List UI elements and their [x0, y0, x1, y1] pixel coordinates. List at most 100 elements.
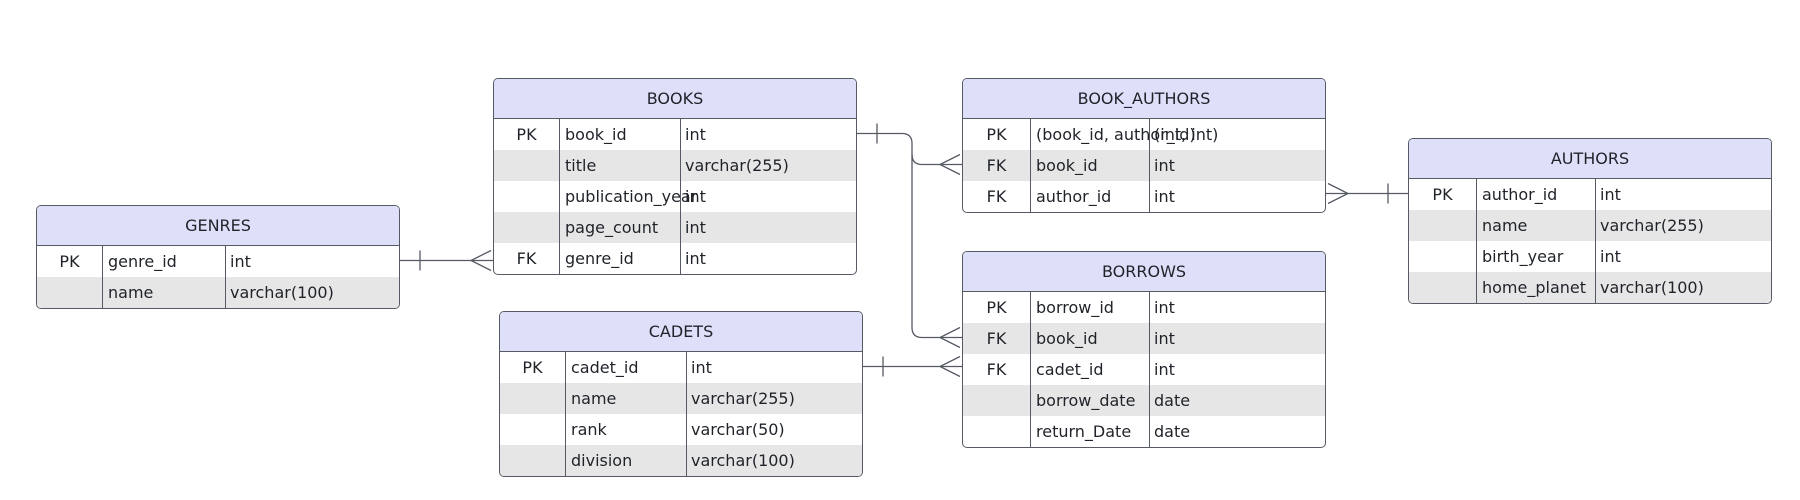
key-marker: [1409, 272, 1476, 303]
attribute-type: varchar(255): [1595, 210, 1771, 241]
attribute-type: int: [1149, 150, 1325, 181]
attribute-name: name: [102, 277, 225, 308]
attribute-name: division: [565, 445, 686, 476]
attribute-name: borrow_id: [1030, 292, 1149, 323]
many-marker: [469, 249, 492, 272]
key-marker: FK: [986, 329, 1007, 348]
relationship-line: [911, 154, 962, 339]
attribute-type: int: [1149, 292, 1325, 323]
attribute-name: genre_id: [102, 246, 225, 277]
key-marker: [500, 414, 565, 445]
attribute-name: cadet_id: [565, 352, 686, 383]
attribute-name: name: [565, 383, 686, 414]
attribute-type: int: [686, 352, 862, 383]
attribute-name: birth_year: [1476, 241, 1595, 272]
key-marker: PK: [516, 125, 537, 144]
attribute-type: int: [1149, 181, 1325, 212]
relationship-line: [857, 132, 962, 166]
key-marker: [494, 181, 559, 212]
attribute-type: int: [225, 246, 399, 277]
attribute-name: book_id: [559, 119, 680, 150]
attribute-name: return_Date: [1030, 416, 1149, 447]
attribute-type: int: [1595, 241, 1771, 272]
key-marker: [494, 150, 559, 181]
attribute-name: home_planet: [1476, 272, 1595, 303]
key-marker: [963, 416, 1030, 447]
attribute-type: date: [1149, 385, 1325, 416]
key-marker: FK: [986, 360, 1007, 379]
attribute-name: name: [1476, 210, 1595, 241]
attribute-type: int: [680, 243, 856, 274]
entity-title: GENRES: [37, 206, 399, 246]
attribute-type: varchar(100): [225, 277, 399, 308]
attribute-name: title: [559, 150, 680, 181]
key-marker: PK: [1432, 185, 1453, 204]
key-marker: PK: [522, 358, 543, 377]
attribute-type: int: [680, 212, 856, 243]
entity-title: CADETS: [500, 312, 862, 352]
attribute-type: (int, int): [1149, 119, 1325, 150]
attribute-name: rank: [565, 414, 686, 445]
attribute-type: varchar(255): [686, 383, 862, 414]
attribute-type: int: [680, 119, 856, 150]
key-marker: [1409, 241, 1476, 272]
attribute-row: PK(book_id, author_id)(int, int): [963, 119, 1325, 150]
attribute-type: int: [1149, 354, 1325, 385]
many-marker: [1327, 182, 1350, 205]
key-marker: [963, 385, 1030, 416]
attribute-name: genre_id: [559, 243, 680, 274]
key-marker: [1409, 210, 1476, 241]
attribute-type: date: [1149, 416, 1325, 447]
attribute-type: varchar(50): [686, 414, 862, 445]
attribute-name: page_count: [559, 212, 680, 243]
entity-title: BOOKS: [494, 79, 856, 119]
entity-title: BOOK_AUTHORS: [963, 79, 1325, 119]
key-marker: [500, 445, 565, 476]
attribute-name: cadet_id: [1030, 354, 1149, 385]
attribute-name: author_id: [1476, 179, 1595, 210]
key-marker: [500, 383, 565, 414]
attribute-type: varchar(255): [680, 150, 856, 181]
many-marker: [938, 326, 961, 349]
entity-title: AUTHORS: [1409, 139, 1771, 179]
attribute-name: (book_id, author_id): [1030, 119, 1196, 150]
attribute-type: int: [1595, 179, 1771, 210]
attribute-name: book_id: [1030, 323, 1149, 354]
attribute-type: varchar(100): [686, 445, 862, 476]
key-marker: PK: [986, 298, 1007, 317]
